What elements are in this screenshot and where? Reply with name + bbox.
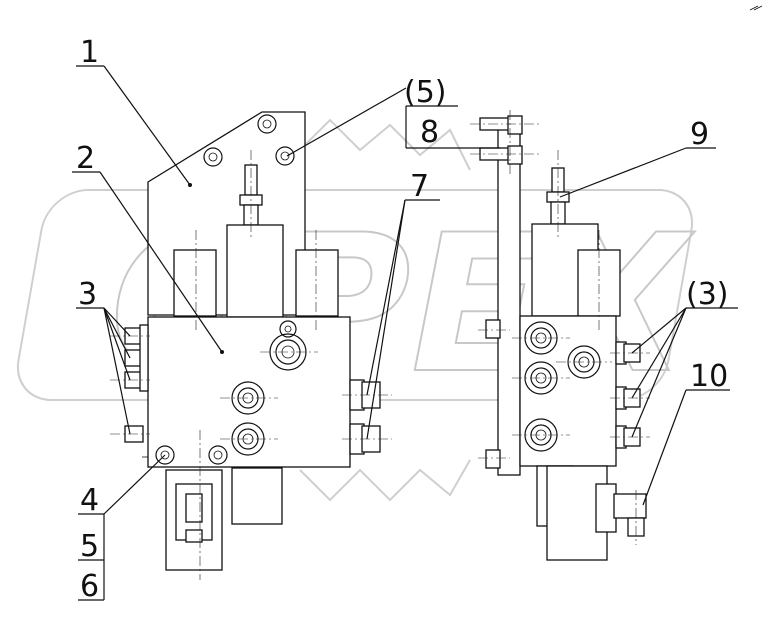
right-valve-body <box>519 315 617 467</box>
label-6: 6 <box>80 569 99 604</box>
valve-body <box>147 316 351 468</box>
part-labels: 1 2 3 (5) 8 7 9 (3) 10 4 5 6 <box>76 35 729 604</box>
label-10: 10 <box>690 359 728 394</box>
label-3: 3 <box>78 277 97 312</box>
label-8: 8 <box>420 115 439 150</box>
label-2: 2 <box>76 141 95 176</box>
label-5-paren: (5) <box>404 75 447 110</box>
label-4: 4 <box>80 483 99 518</box>
label-3-paren: (3) <box>686 277 729 312</box>
label-9: 9 <box>690 117 709 152</box>
label-5: 5 <box>80 529 99 564</box>
right-assembly <box>470 110 650 561</box>
leader-lines <box>72 65 738 601</box>
label-1: 1 <box>80 35 99 70</box>
left-assembly <box>110 111 392 580</box>
corner-mark <box>749 5 763 11</box>
mounting-plate <box>497 119 521 476</box>
label-7: 7 <box>410 169 429 204</box>
